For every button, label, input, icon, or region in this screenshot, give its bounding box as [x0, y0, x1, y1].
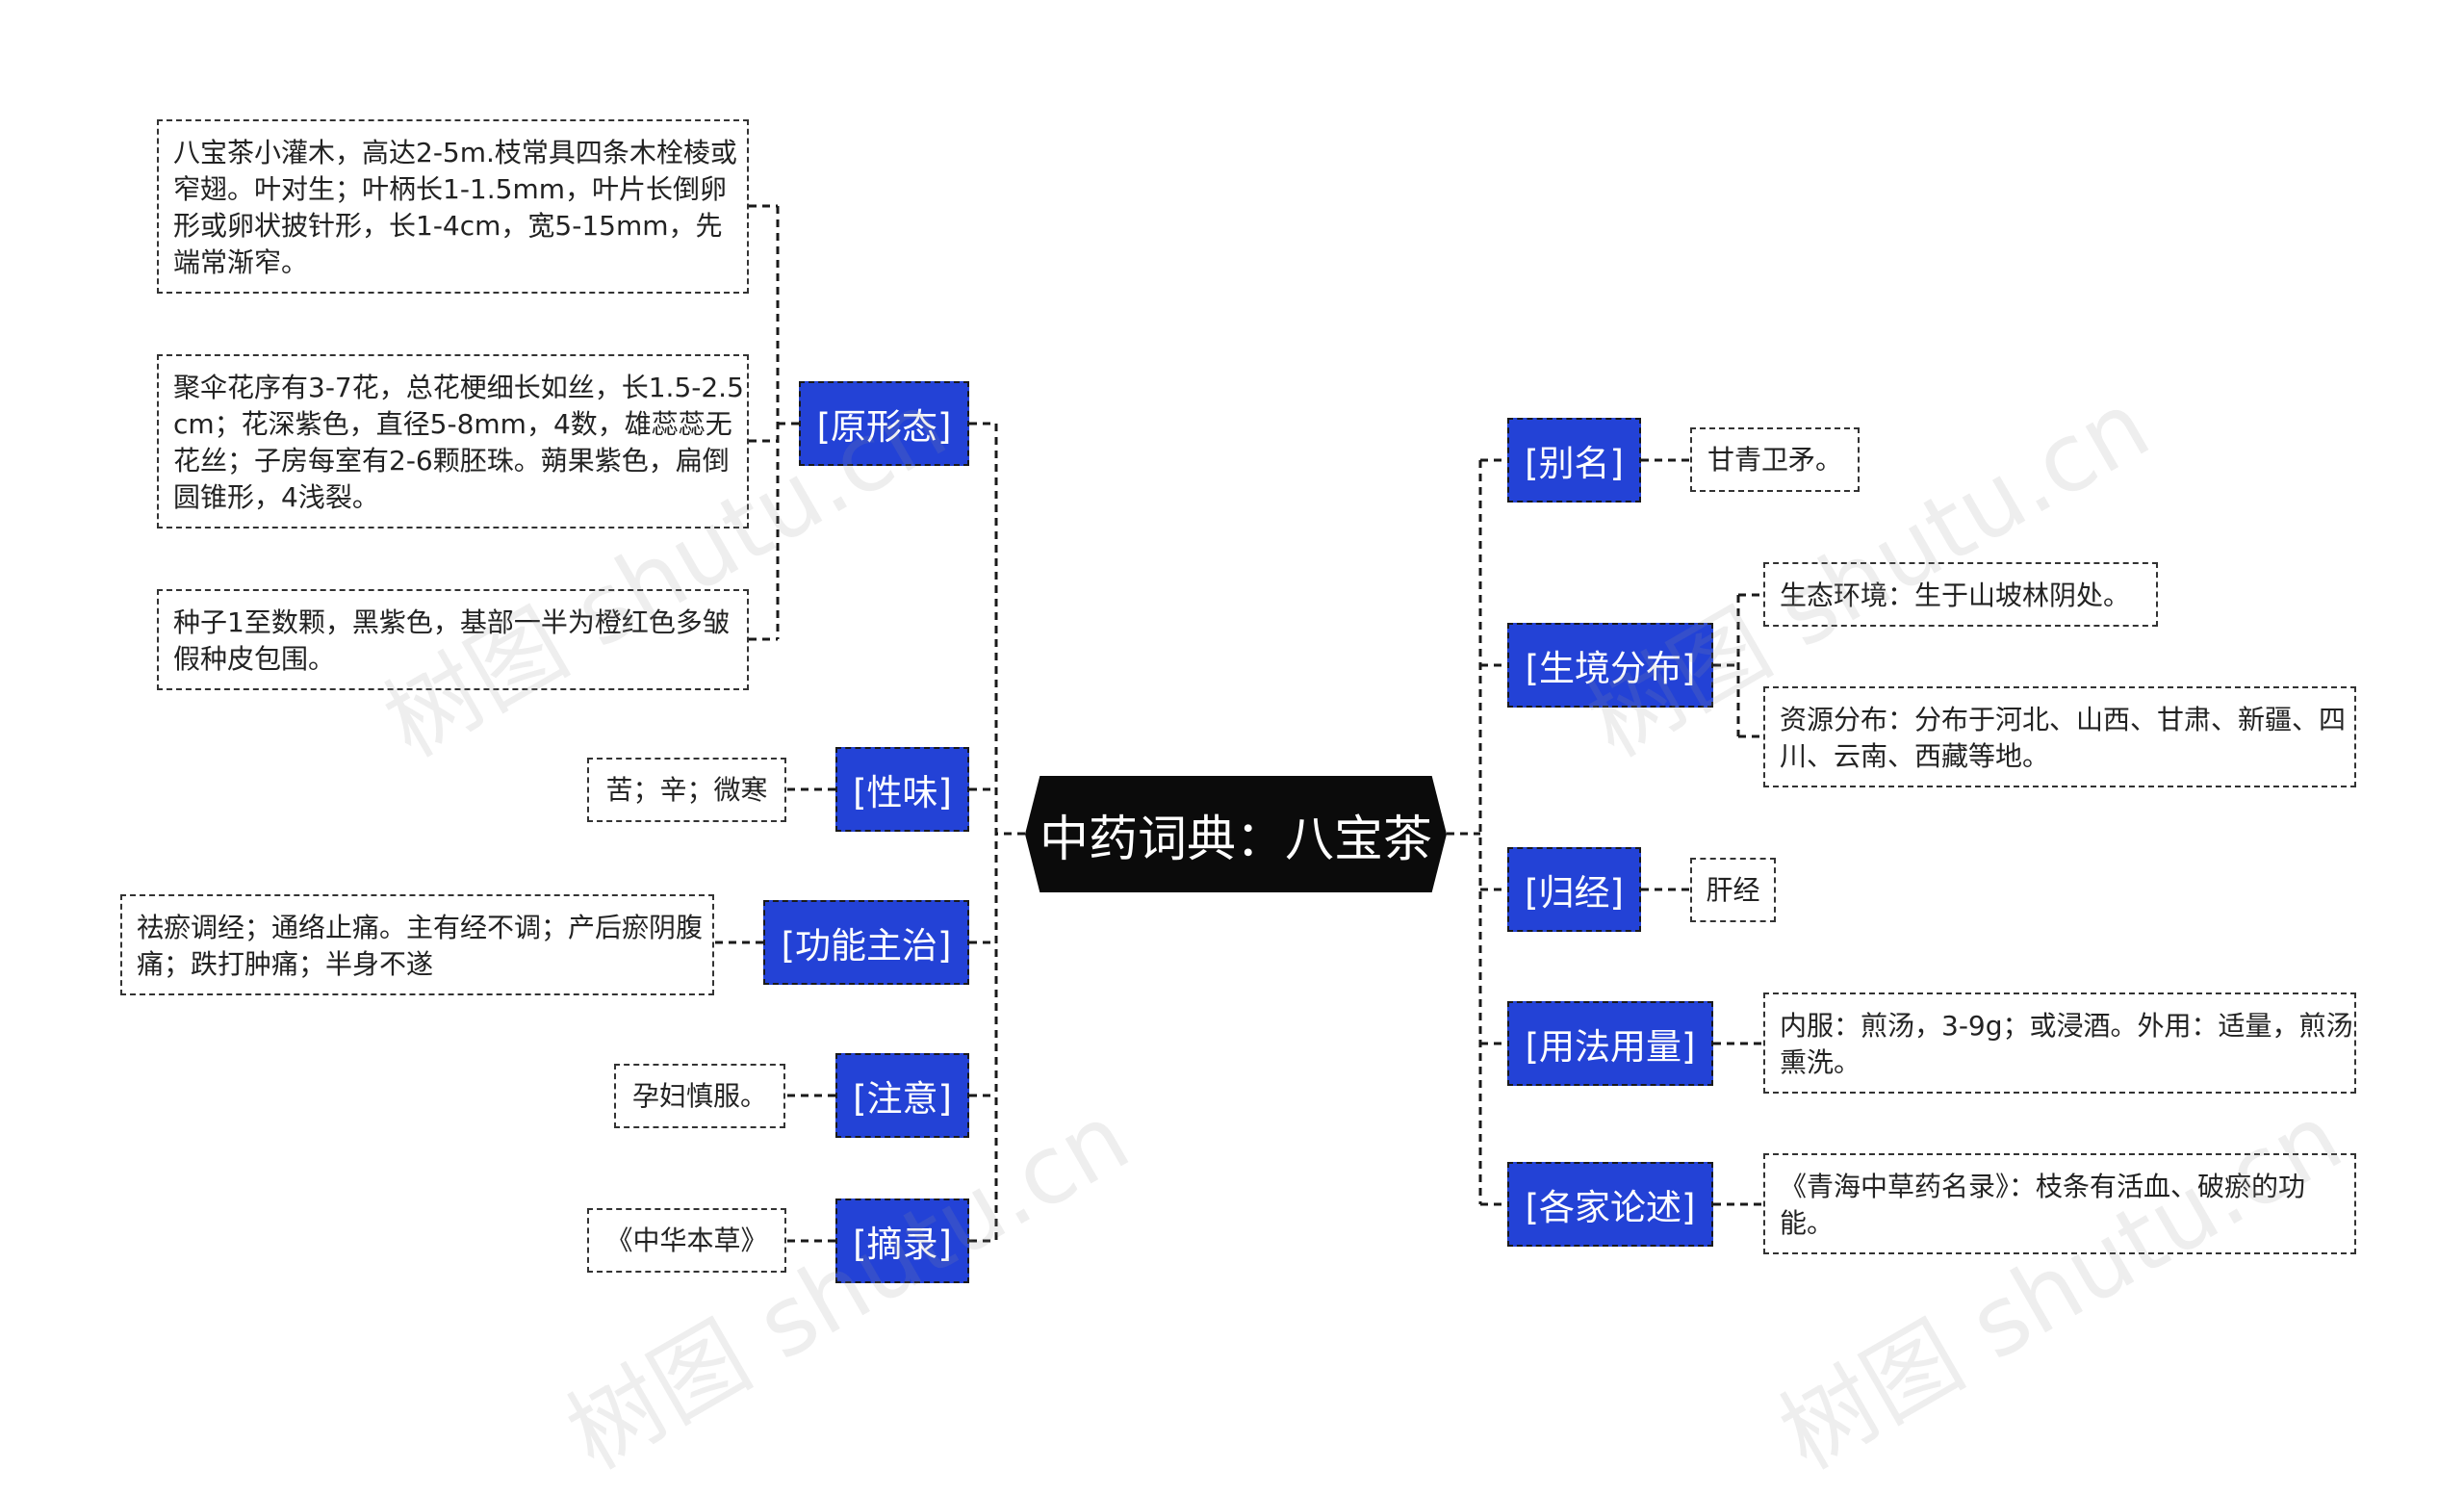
leaf-xingwei[interactable]: 苦；辛；微寒 [587, 758, 786, 822]
leaf-yuanxingtai-1[interactable]: 八宝茶小灌木，高达2-5m.枝常具四条木栓棱或窄翅。叶对生；叶柄长1-1.5mm… [157, 119, 749, 294]
root-topic-label: 中药词典：八宝茶 [1039, 811, 1432, 868]
leaf-yongfa[interactable]: 内服：煎汤，3-9g；或浸酒。外用：适量，煎汤熏洗。 [1763, 992, 2356, 1094]
branch-zhuyi-label: [注意] [853, 1078, 952, 1120]
branch-guijing[interactable]: [归经] [1507, 847, 1641, 932]
branch-bieming[interactable]: [别名] [1507, 418, 1641, 503]
branch-gongneng[interactable]: [功能主治] [763, 900, 969, 985]
branch-xingwei[interactable]: [性味] [835, 747, 969, 832]
branch-gongneng-label: [功能主治] [781, 925, 952, 967]
leaf-yuanxingtai-2[interactable]: 聚伞花序有3-7花，总花梗细长如丝，长1.5-2.5cm；花深紫色，直径5-8m… [157, 354, 749, 528]
branch-zhailu[interactable]: [摘录] [835, 1199, 969, 1283]
leaf-gejia[interactable]: 《青海中草药名录》：枝条有活血、破瘀的功能。 [1763, 1153, 2356, 1254]
branch-zhuyi[interactable]: [注意] [835, 1053, 969, 1138]
branch-gejia-label: [各家论述] [1525, 1187, 1696, 1228]
mind-map-canvas: 中药词典：八宝茶 [原形态] [性味] [功能主治] [注意] [摘录] [别名… [120, 119, 2360, 1491]
branch-yongfa[interactable]: [用法用量] [1507, 1001, 1713, 1086]
leaf-zhailu[interactable]: 《中华本草》 [587, 1208, 786, 1273]
branch-yuanxingtai[interactable]: [原形态] [799, 381, 969, 466]
leaf-guijing[interactable]: 肝经 [1690, 858, 1776, 922]
branch-yongfa-label: [用法用量] [1525, 1026, 1696, 1068]
branch-shengjing-label: [生境分布] [1525, 648, 1696, 689]
leaf-bieming[interactable]: 甘青卫矛。 [1690, 427, 1860, 492]
leaf-yuanxingtai-3[interactable]: 种子1至数颗，黑紫色，基部一半为橙红色多皱假种皮包围。 [157, 589, 749, 690]
branch-yuanxingtai-label: [原形态] [816, 406, 952, 448]
branch-shengjing[interactable]: [生境分布] [1507, 623, 1713, 708]
branch-bieming-label: [别名] [1525, 443, 1624, 484]
branch-gejia[interactable]: [各家论述] [1507, 1162, 1713, 1247]
leaf-shengjing-1[interactable]: 生态环境：生于山坡林阴处。 [1763, 562, 2158, 627]
branch-xingwei-label: [性味] [853, 772, 952, 813]
leaf-shengjing-2[interactable]: 资源分布：分布于河北、山西、甘肃、新疆、四川、云南、西藏等地。 [1763, 686, 2356, 787]
root-topic[interactable]: 中药词典：八宝茶 [1025, 776, 1447, 892]
branch-zhailu-label: [摘录] [853, 1224, 952, 1265]
branch-guijing-label: [归经] [1525, 872, 1624, 914]
connector-lines [714, 204, 1763, 1243]
leaf-gongneng[interactable]: 祛瘀调经；通络止痛。主有经不调；产后瘀阴腹痛；跌打肿痛；半身不遂 [120, 894, 714, 995]
leaf-zhuyi[interactable]: 孕妇慎服。 [614, 1064, 785, 1128]
